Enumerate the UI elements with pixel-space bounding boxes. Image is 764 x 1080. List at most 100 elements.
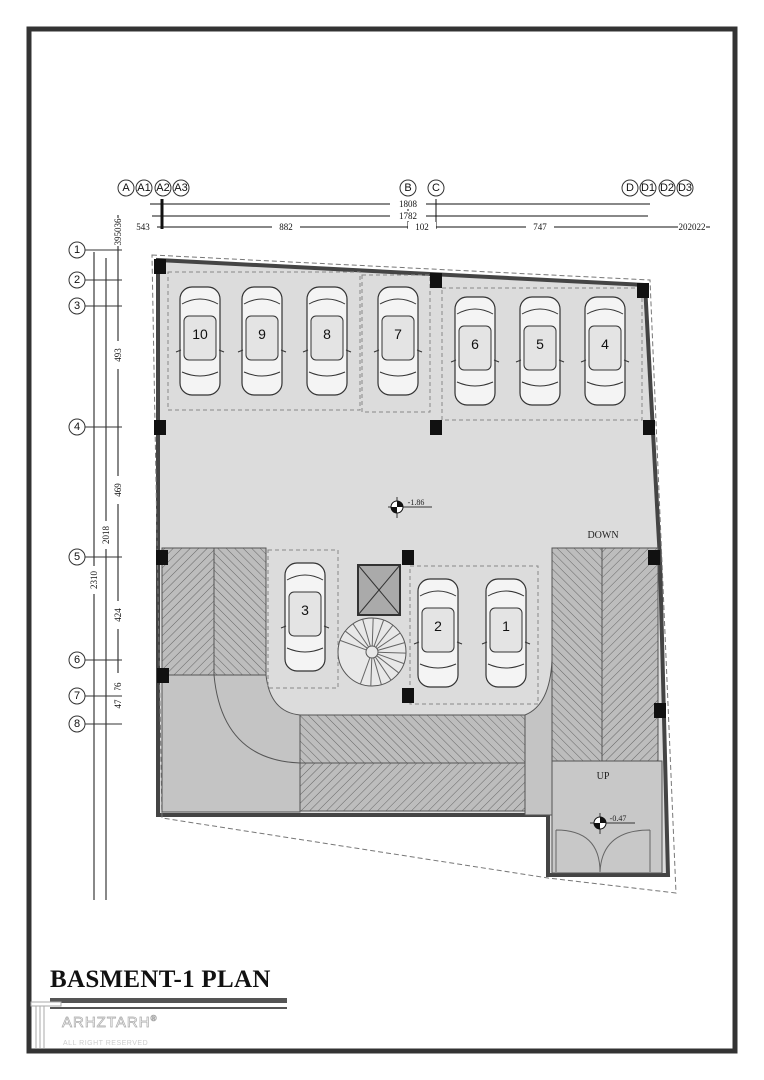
grid-bubble-A3: A3 [172,179,190,197]
grid-label: C [432,182,440,194]
grid-label: A1 [137,182,150,194]
column [157,668,169,683]
column [637,283,649,298]
parking-number: 4 [601,336,609,352]
dim-overall-1782: 1782 [399,211,417,221]
grid-label: A2 [156,182,169,194]
parking-number: 6 [471,336,479,352]
grid-label: D [626,182,634,194]
grid-label: D3 [678,182,692,194]
grid-bubble-A2: A2 [154,179,172,197]
grid-bubble-7: 7 [68,687,122,705]
structural-columns [154,259,666,718]
grid-label: 8 [74,718,80,730]
entrance-area [551,760,663,874]
grid-bubble-D3: D3 [676,179,694,197]
curved-ramp-line [213,674,301,764]
parking-number: 10 [192,326,208,342]
dim-segment: 76 [113,682,123,692]
dim-overall-2018: 2018 [101,526,111,545]
column [402,550,414,565]
ramp-bottom-hatch-1 [299,714,526,764]
parked-cars: 10 9 8 7 6 5 4 3 2 1 [175,286,630,688]
grid-bubble-3: 3 [68,297,122,315]
grid-label: D2 [660,182,674,194]
grid-label: 3 [74,300,80,312]
parking-number: 3 [301,602,309,618]
logo-mark: ® [150,1014,158,1024]
sheet-frame [26,26,738,1054]
ramp-right-hatch [551,547,603,762]
parking-bays [167,271,643,705]
dim-segment: 747 [533,222,547,232]
dim-overall-1808: 1808 [399,199,418,209]
grid-label: D1 [641,182,655,194]
car-parking-space-1: 1 [481,578,531,688]
grid-label: 4 [74,421,80,433]
grid-bubble-C: C [427,179,445,197]
dim-segment: 47 [113,699,123,709]
parking-number: 7 [394,326,402,342]
car-parking-space-6: 6 [450,296,500,406]
dim-segment: 469 [113,483,123,497]
car-parking-space-4: 4 [580,296,630,406]
entrance-gate [555,829,651,873]
column [154,420,166,435]
dim-overall-2310: 2310 [89,571,99,590]
grid-bubble-B: B [399,179,417,197]
ramp-left-hatch-2 [213,547,267,676]
column [654,703,666,718]
parking-number: 2 [434,618,442,634]
car-parking-space-7: 7 [373,286,423,396]
grid-label: A3 [174,182,187,194]
grid-label: 6 [74,654,80,666]
dim-segment: 882 [279,222,293,232]
parking-number: 1 [502,618,510,634]
car-parking-space-5: 5 [515,296,565,406]
down-label: DOWN [587,530,618,541]
dim-segment: 424 [113,608,123,622]
car-parking-space-3: 3 [280,562,330,672]
grid-bubble-D1: D1 [639,179,657,197]
grid-bubble-A: A [117,179,135,197]
car-parking-space-10: 10 [175,286,225,396]
dim-top-small: 395036 [113,218,123,246]
level-ramp-text: -0.47 [610,814,627,823]
up-label: UP [597,771,610,782]
column [402,688,414,703]
car-parking-space-9: 9 [237,286,287,396]
dim-segment: 202022 [679,222,706,232]
site-boundary [151,254,677,894]
column [648,550,660,565]
stair-treads [339,618,406,686]
stair-shaft-cross [357,564,401,616]
column [430,273,442,288]
grid-bubble-6: 6 [68,651,122,669]
spiral-stair [337,617,407,687]
grid-label: B [404,182,411,194]
ramp-bottom-hatch-2 [299,762,526,812]
level-main-text: -1.86 [408,498,425,507]
title-underline-thin [50,1007,287,1009]
ramp-right-hatch-2 [601,547,659,762]
parking-number: 8 [323,326,331,342]
grid-bubble-D2: D2 [658,179,676,197]
column [430,420,442,435]
column [156,550,168,565]
grid-bubble-4: 4 [68,418,122,436]
car-parking-space-2: 2 [413,578,463,688]
ramp-left-hatch [161,547,215,676]
column [643,420,655,435]
grid-bubble-1: 1 [68,241,122,259]
title-underline [50,998,287,1003]
level-marker-main: -1.86 [388,497,432,518]
level-marker-ramp: -0.47 [590,813,635,834]
logo-text: ARHZTARH® [62,1014,158,1032]
grid-label: 1 [74,244,80,256]
parking-number: 9 [258,326,266,342]
column [154,259,166,274]
dim-segment: 493 [113,348,123,362]
grid-bubble-2: 2 [68,271,122,289]
parking-number: 5 [536,336,544,352]
